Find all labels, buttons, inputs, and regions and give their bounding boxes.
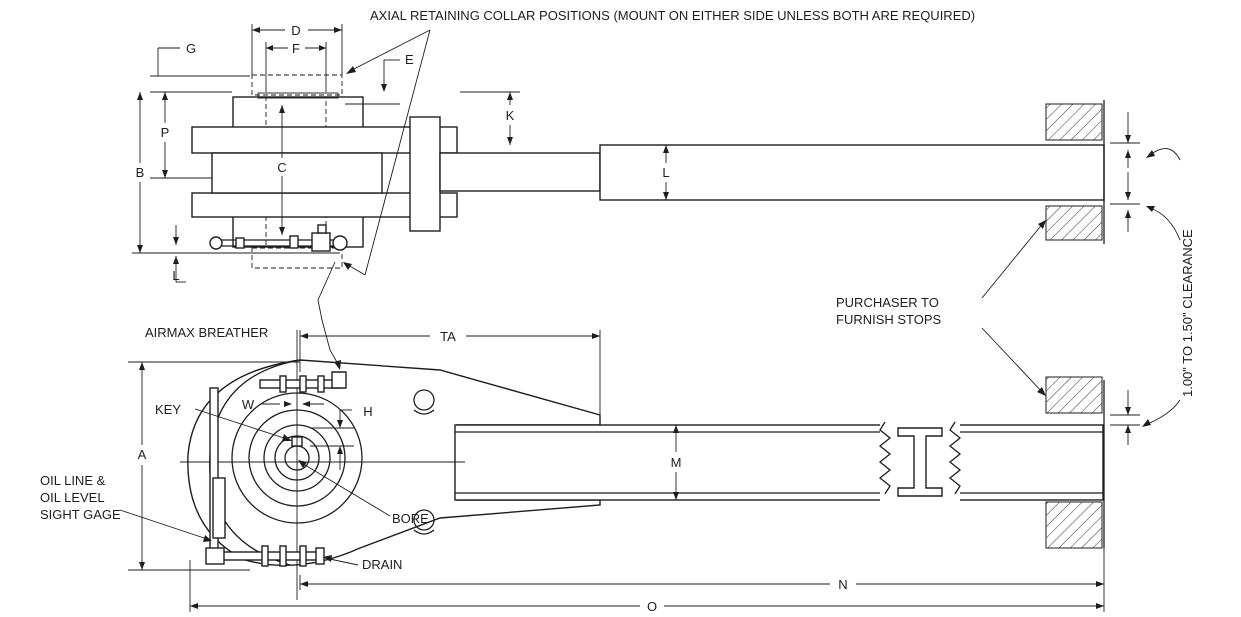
dim-C: C <box>277 160 286 175</box>
sight-gage <box>212 477 226 539</box>
drain-label: DRAIN <box>362 557 402 572</box>
top-collar-position <box>251 74 343 96</box>
dim-D: D <box>291 23 300 38</box>
oil-line-label-3: SIGHT GAGE <box>40 507 121 522</box>
dim-N: N <box>838 577 847 592</box>
top-view: D F G E K L <box>132 23 1140 283</box>
dim-K: K <box>506 108 515 123</box>
torque-arm-beam <box>599 144 1105 201</box>
key-label: KEY <box>155 402 181 417</box>
dim-G: G <box>186 41 196 56</box>
oil-line-label-2: OIL LEVEL <box>40 490 105 505</box>
stop-side-upper <box>1045 376 1103 414</box>
axial-collar-note: AXIAL RETAINING COLLAR POSITIONS (MOUNT … <box>370 8 975 23</box>
dim-A: A <box>138 447 147 462</box>
stop-upper <box>1045 103 1103 141</box>
stop-lower <box>1045 205 1103 241</box>
purchaser-label-1: PURCHASER TO <box>836 295 939 310</box>
dim-O: O <box>647 599 657 614</box>
pivot-bushing <box>409 116 441 232</box>
arm-tube-inner <box>439 152 601 192</box>
dim-L: L <box>662 165 669 180</box>
dim-M: M <box>671 455 682 470</box>
dim-TA: TA <box>440 329 456 344</box>
dim-B: B <box>136 165 145 180</box>
dim-E: E <box>405 52 414 67</box>
top-collar <box>257 92 339 99</box>
purchaser-label-2: FURNISH STOPS <box>836 312 942 327</box>
breather-top <box>332 235 348 251</box>
bore-label: BORE <box>392 511 429 526</box>
dim-F: F <box>292 41 300 56</box>
stop-side-lower <box>1045 501 1103 549</box>
side-view: A TA M W H N <box>128 329 1140 614</box>
dim-W: W <box>242 397 255 412</box>
lifting-lug-upper <box>413 389 435 411</box>
dim-J: L <box>172 268 179 283</box>
lifting-lug-lower <box>413 509 435 531</box>
fitting-left <box>209 236 223 250</box>
dim-P: P <box>161 125 170 140</box>
oil-line-label-1: OIL LINE & <box>40 473 106 488</box>
clearance-label: 1.00" TO 1.50" CLEARANCE <box>1180 229 1195 397</box>
airmax-breather-cap <box>331 371 347 389</box>
i-beam-section <box>897 427 943 497</box>
arm-beam-side <box>454 424 1104 501</box>
dim-H: H <box>363 404 372 419</box>
housing-mid <box>211 152 383 194</box>
airmax-breather-label: AIRMAX BREATHER <box>145 325 268 340</box>
